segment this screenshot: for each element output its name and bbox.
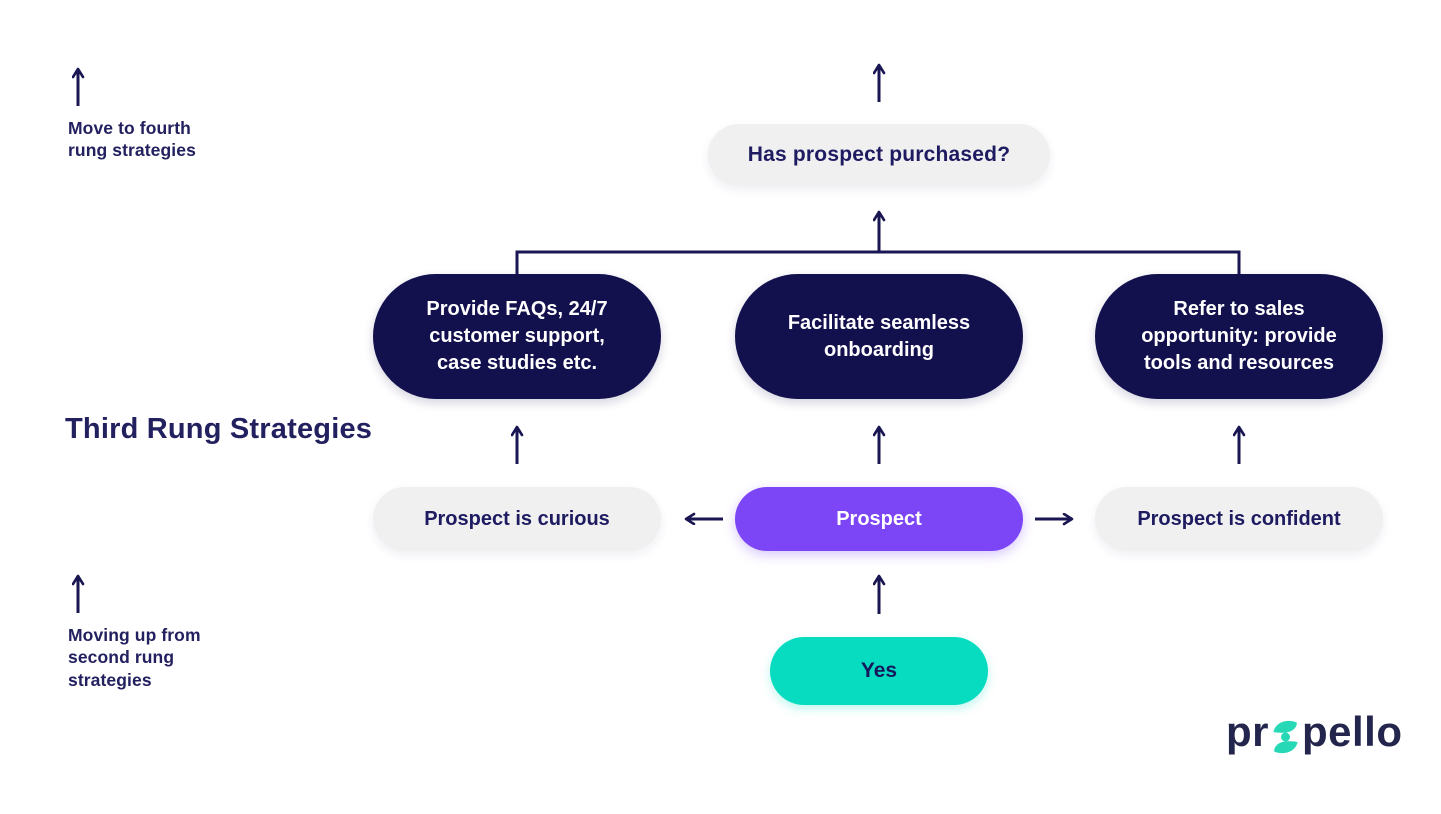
strategy-node-faqs-support: Provide FAQs, 24/7 customer support, cas…: [373, 274, 661, 399]
logo-text-prefix: pr: [1226, 708, 1269, 755]
branch-connector: [515, 250, 1241, 275]
page-title: Third Rung Strategies: [65, 413, 373, 445]
annotation-move-to-fourth-rung: Move to fourth rung strategies: [68, 118, 196, 161]
strategy-node-sales-referral: Refer to sales opportunity: provide tool…: [1095, 274, 1383, 399]
question-node: Has prospect purchased?: [708, 124, 1050, 186]
state-node-prospect-curious: Prospect is curious: [373, 487, 661, 551]
strategy-node-onboarding: Facilitate seamless onboarding: [735, 274, 1023, 399]
propeller-o-icon: [1273, 720, 1298, 754]
state-node-prospect: Prospect: [735, 487, 1023, 551]
state-node-prospect-confident: Prospect is confident: [1095, 487, 1383, 551]
propello-logo: pr pello: [1226, 708, 1403, 756]
logo-text-suffix: pello: [1302, 708, 1403, 755]
annotation-moving-up-from-second-rung: Moving up from second rung strategies: [68, 625, 201, 690]
answer-node-yes: Yes: [770, 637, 988, 705]
